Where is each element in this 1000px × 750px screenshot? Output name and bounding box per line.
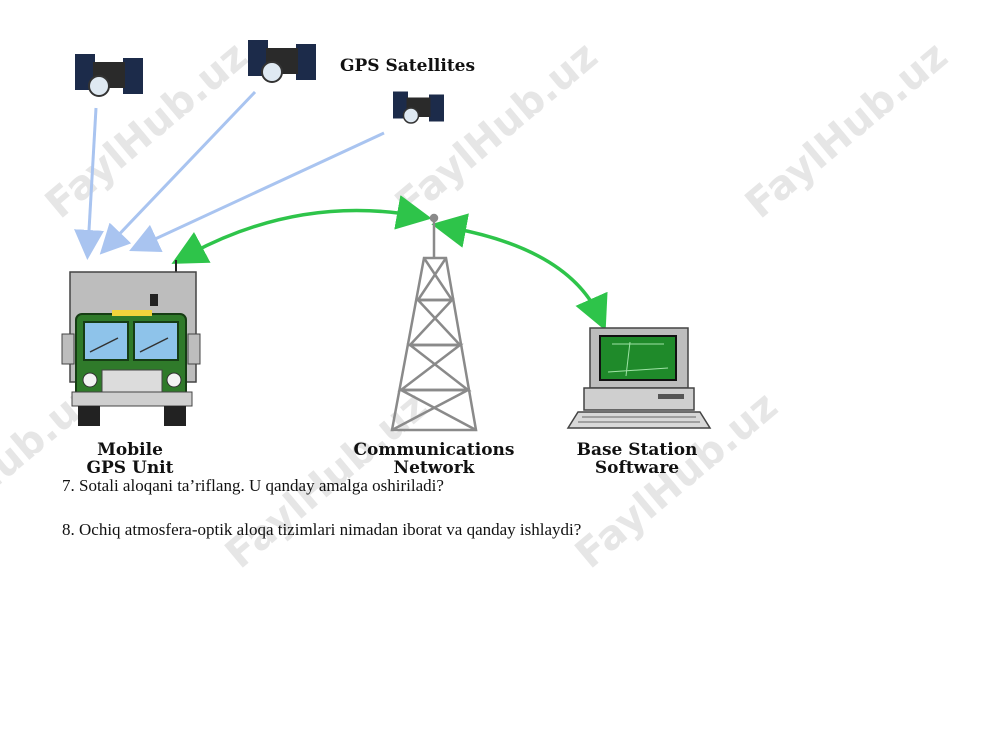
satellite-icon	[393, 91, 444, 124]
base-label-line2: Software	[595, 458, 679, 478]
watermark-text: FaylHub.uz	[737, 33, 957, 228]
mobile-label-line1: Mobile	[97, 440, 163, 460]
watermark-text: FaylHub.uz	[37, 33, 257, 228]
truck-tower-link	[171, 195, 432, 264]
signal-arrow-2	[99, 90, 257, 255]
question-8: 8. Ochiq atmosfera-optik aloqa tizimlari…	[62, 520, 582, 539]
satellite-icon	[248, 40, 316, 83]
network-label-line1: Communications	[354, 440, 515, 460]
tower-icon	[390, 213, 478, 432]
network-links	[171, 195, 608, 331]
signal-arrow-1	[74, 107, 105, 260]
question-7: 7. Sotali aloqani ta’riflang. U qanday a…	[62, 476, 444, 495]
gps-satellites-label: GPS Satellites	[340, 56, 475, 76]
base-label-line1: Base Station	[577, 440, 698, 460]
network-label-line2: Network	[394, 458, 476, 478]
truck-icon	[61, 260, 201, 426]
mobile-label-line2: GPS Unit	[87, 458, 174, 478]
tower-base-link	[431, 213, 608, 331]
satellite-icon	[75, 54, 143, 97]
signal-arrow-3	[129, 131, 385, 253]
computer-icon	[566, 327, 712, 429]
